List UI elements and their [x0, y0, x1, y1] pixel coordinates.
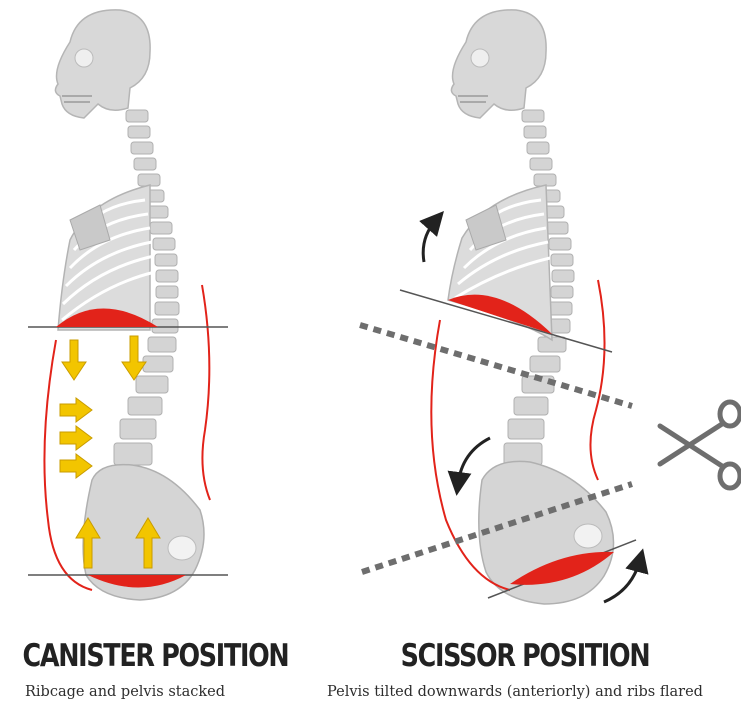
hip-socket — [574, 524, 602, 548]
upper-dotted-line — [360, 325, 632, 406]
right-arrow-icon — [60, 426, 92, 450]
right-arrow-icon — [60, 454, 92, 478]
right-arrow-icon — [60, 398, 92, 422]
down-arrow-icon — [122, 336, 146, 380]
scissor-skeleton — [360, 10, 740, 604]
scissor-position-caption: Pelvis tilted downwards (anteriorly) and… — [290, 684, 740, 700]
canister-skeleton — [28, 10, 228, 600]
back-muscle-line — [590, 280, 604, 480]
canister-position-caption: Ribcage and pelvis stacked — [0, 684, 250, 700]
back-muscle-line — [202, 285, 210, 500]
rib-flare-arrow-icon — [423, 220, 436, 262]
eye-socket — [471, 49, 489, 67]
scissor-position-title: SCISSOR POSITION — [398, 638, 652, 674]
eye-socket — [75, 49, 93, 67]
hip-socket — [168, 536, 196, 560]
down-arrow-icon — [62, 340, 86, 380]
canister-position-title: CANISTER POSITION — [23, 638, 228, 674]
scissors-icon — [660, 402, 740, 488]
